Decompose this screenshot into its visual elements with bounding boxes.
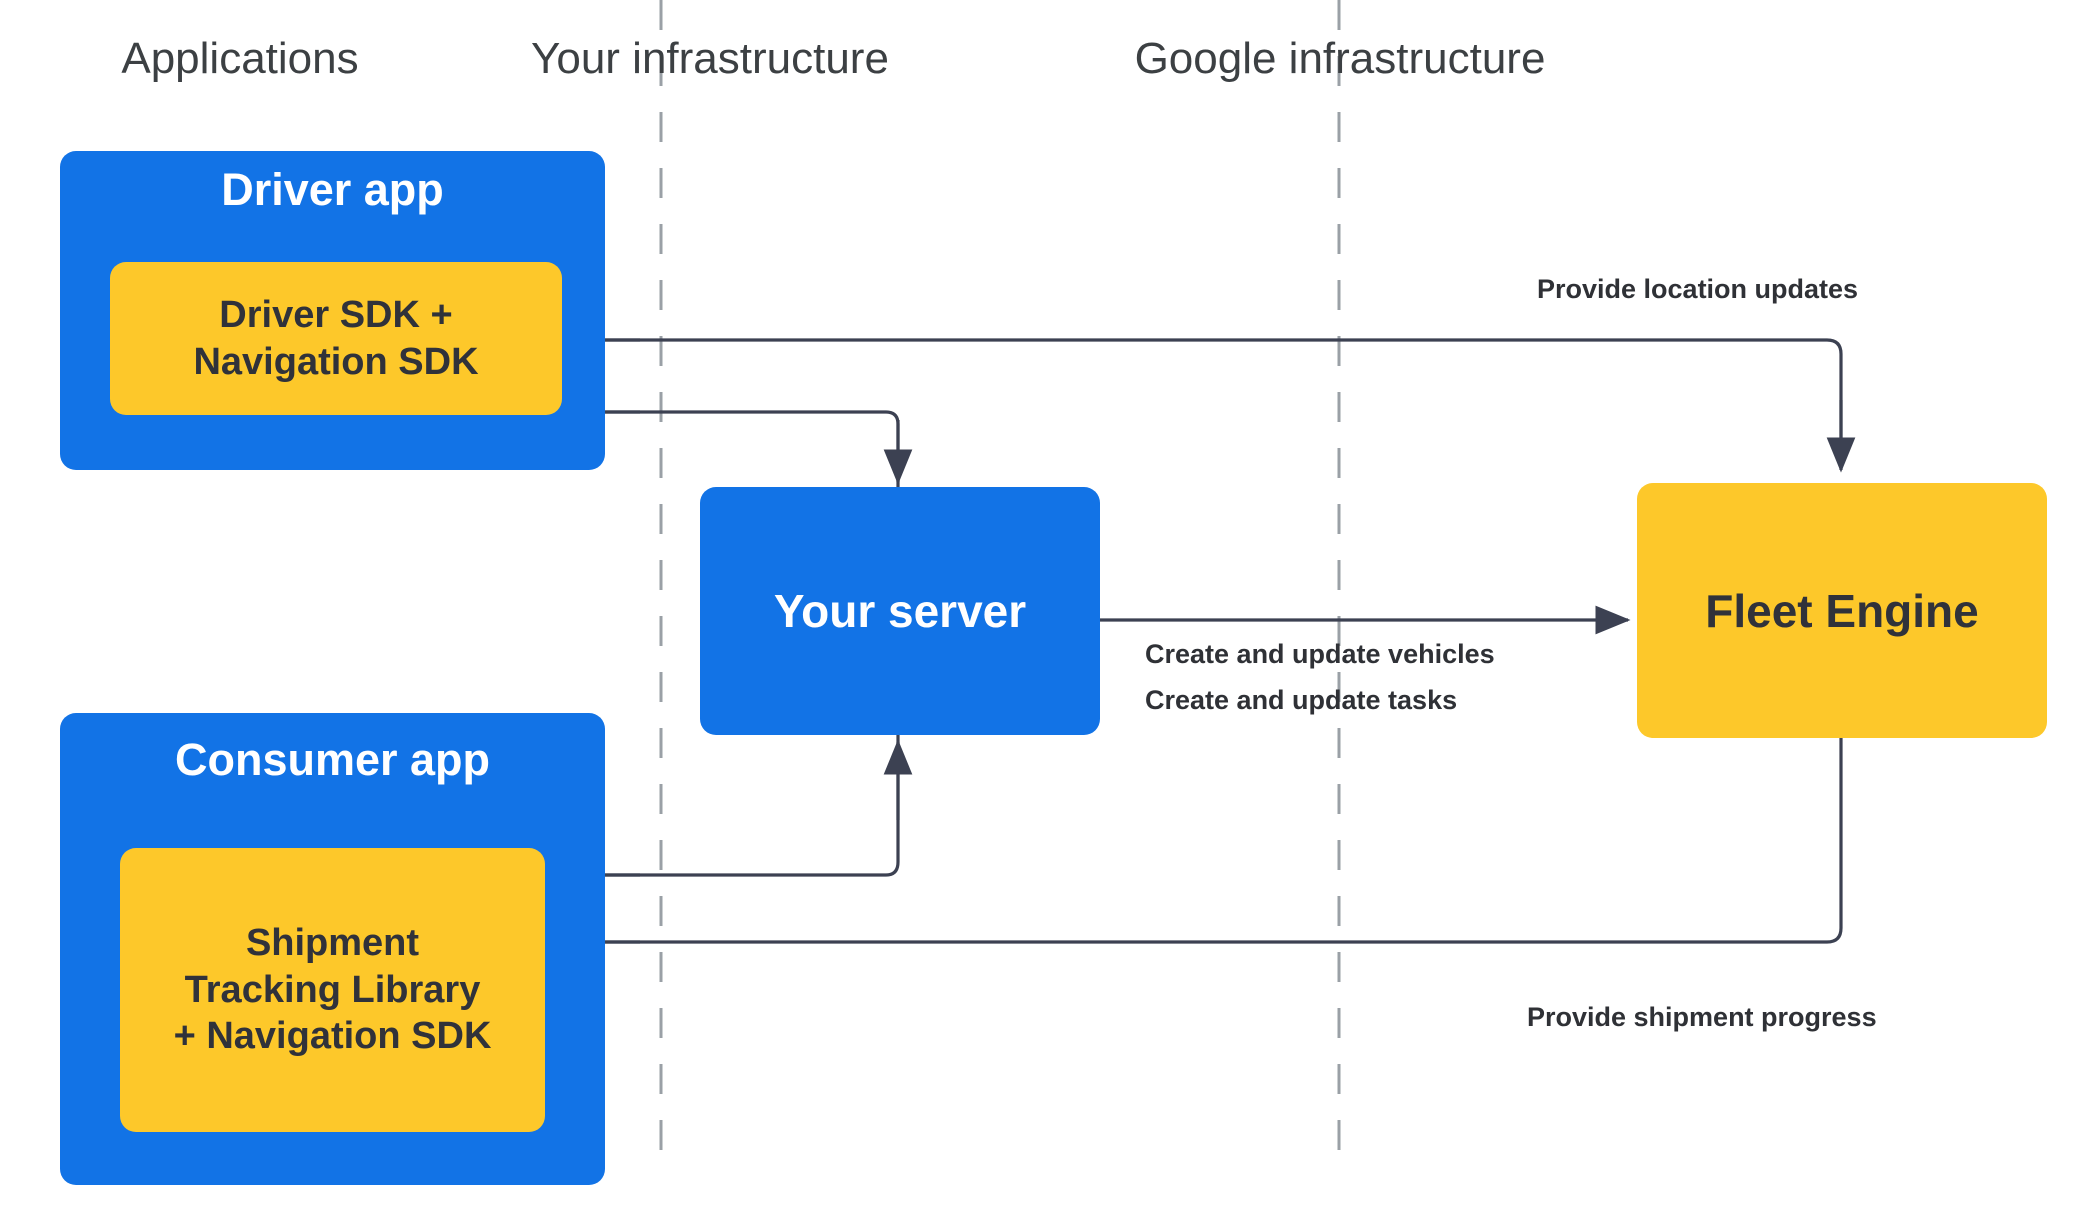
column-header-your-infrastructure: Your infrastructure — [531, 34, 889, 83]
node-fleet-engine[interactable]: Fleet Engine — [1637, 483, 2047, 738]
consumer-app-title: Consumer app — [174, 734, 491, 785]
arrow-driver-sdk-to-fleet-engine-seg — [563, 338, 1843, 468]
flow-label-provide-shipment-progress: Provide shipment progress — [1527, 1002, 1877, 1032]
flow-label-create-and-update-vehicles: Create and update vehicles — [1145, 639, 1495, 669]
arrow-server-to-consumer-app — [565, 735, 900, 877]
node-your-server[interactable]: Your server — [700, 487, 1100, 735]
column-header-google-infrastructure: Google infrastructure — [1134, 34, 1546, 83]
fleet-engine-title: Fleet Engine — [1705, 584, 1979, 637]
column-header-applications: Applications — [121, 34, 359, 83]
arrow-server-to-driver-app — [565, 410, 900, 487]
driver-app-title: Driver app — [221, 164, 444, 215]
node-driver-app[interactable]: Driver app Driver SDK + Navigation SDK — [60, 151, 605, 470]
consumer-sdk-label-line1: Shipment — [245, 922, 420, 965]
flow-label-provide-location-updates: Provide location updates — [1537, 274, 1859, 304]
node-consumer-sdk[interactable]: Shipment Tracking Library + Navigation S… — [120, 848, 545, 1132]
consumer-sdk-label-line3: + Navigation SDK — [173, 1015, 492, 1058]
your-server-title: Your server — [773, 585, 1027, 637]
driver-sdk-label-line1: Driver SDK + — [219, 294, 453, 337]
consumer-sdk-label-line2: Tracking Library — [184, 968, 481, 1011]
node-driver-sdk[interactable]: Driver SDK + Navigation SDK — [110, 262, 562, 415]
driver-sdk-label-line2: Navigation SDK — [193, 340, 479, 383]
flow-label-create-and-update-tasks: Create and update tasks — [1145, 685, 1458, 715]
arrow-fleet-engine-to-consumer-sdk — [565, 738, 1843, 944]
node-consumer-app[interactable]: Consumer app Shipment Tracking Library +… — [60, 713, 605, 1185]
